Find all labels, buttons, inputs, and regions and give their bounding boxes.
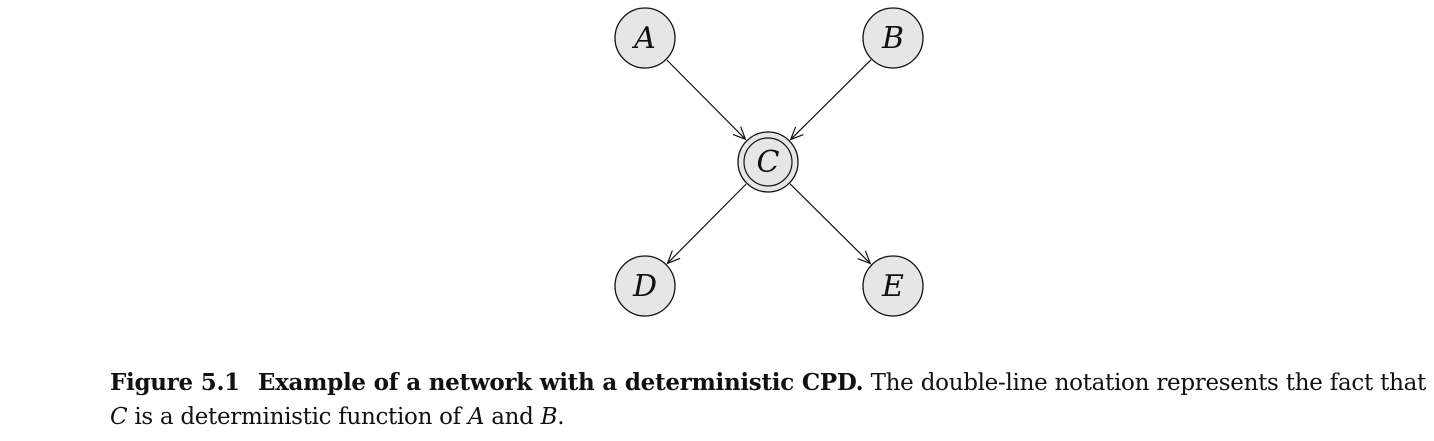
node-label: C: [757, 145, 780, 180]
edge-b-c: [789, 59, 872, 141]
node-e: E: [862, 255, 924, 317]
node-circle: [614, 7, 676, 69]
network-diagram: A B C D E: [614, 7, 924, 317]
arrowhead: [666, 250, 681, 265]
node-a: A: [614, 7, 676, 69]
arrowhead: [732, 126, 747, 141]
node-b: B: [862, 7, 924, 69]
node-d: D: [614, 255, 676, 317]
caption-text-3: and: [484, 404, 541, 430]
edge-line: [666, 59, 746, 140]
arrowhead: [789, 126, 804, 141]
node-label: D: [632, 269, 657, 304]
caption-var-c: C: [110, 404, 128, 430]
edge-line: [667, 183, 747, 264]
caption-text-4: .: [557, 404, 565, 430]
caption-var-b: B: [540, 404, 558, 430]
edge-c-e: [789, 183, 872, 265]
node-label: A: [631, 21, 656, 56]
edge-line: [790, 59, 872, 140]
edges-layer: [666, 59, 872, 265]
node-c: C: [737, 131, 799, 193]
arrowhead: [857, 250, 872, 265]
node-circle: [614, 255, 676, 317]
node-inner-ring: [743, 137, 793, 187]
caption-text-2: is a deterministic function of: [127, 404, 468, 430]
edge-a-c: [666, 59, 747, 141]
edge-line: [789, 183, 871, 264]
caption-var-a: A: [467, 404, 485, 430]
nodes-layer: A B C D E: [614, 7, 924, 317]
node-label: B: [881, 21, 904, 56]
figure-caption: Figure 5.1 Example of a network with a de…: [110, 366, 1426, 434]
edge-c-d: [666, 183, 747, 265]
node-circle: [862, 7, 924, 69]
node-circle: [737, 131, 799, 193]
node-label: E: [881, 269, 904, 304]
figure-title: Example of a network with a deterministi…: [257, 369, 864, 396]
caption-text-1: The double-line notation represents the …: [863, 370, 1427, 396]
node-circle: [862, 255, 924, 317]
figure-number: Figure 5.1: [110, 369, 240, 396]
